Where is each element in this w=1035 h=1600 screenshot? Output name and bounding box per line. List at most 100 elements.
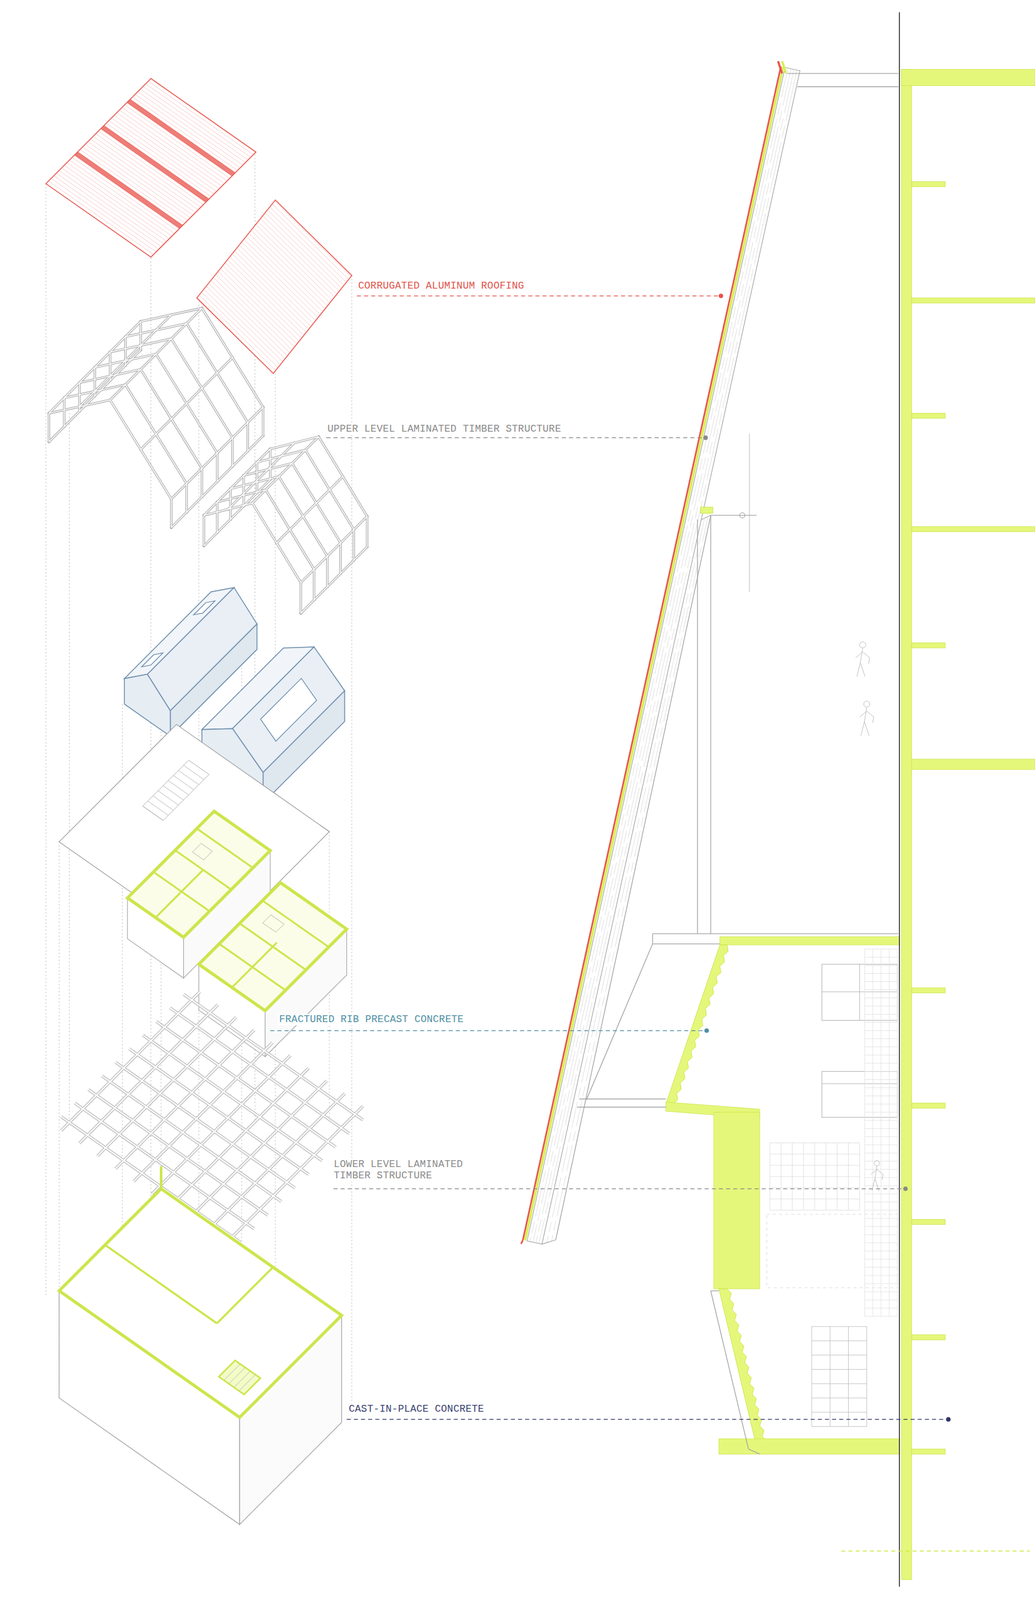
timber-rafter [555,514,711,1240]
tile-grid [865,1258,898,1259]
precast-rib-wall [666,944,729,1104]
leader-lines [333,1188,904,1189]
tile-grid [865,1078,898,1080]
stair-tread [223,1363,241,1380]
stair-tread [228,1366,246,1384]
timber-member-core [243,475,245,507]
timber-member [261,407,265,436]
timber-beam-core [156,1021,336,1147]
callout-label: CAST-IN-PLACE CONCRETE [347,1403,486,1415]
section-detail [821,1083,897,1084]
timber-rafter [541,1239,556,1244]
callout-label: UPPER LEVEL LAMINATED TIMBER STRUCTURE [326,423,563,435]
cabinet [811,1396,867,1398]
section-detail [700,506,714,514]
lower-timber-structure [61,991,364,1245]
section-detail [577,1106,666,1108]
projection-line [69,413,70,1123]
timber-member-core [170,498,172,528]
tile-grid [865,989,898,990]
section-detail [739,512,745,518]
timber-member-core [186,483,187,513]
concrete-rib [911,987,946,993]
timber-beam [183,994,364,1120]
tile-grid [865,1201,898,1202]
section-detail [696,519,698,934]
timber-member-core [217,452,218,482]
tile-grid [865,964,898,966]
stair-tread [173,775,194,790]
tile-grid [865,1168,898,1170]
leader-lines [270,1029,706,1031]
tile-grid [865,948,898,950]
projection-line [45,183,47,1296]
timber-member [231,437,234,467]
timber-member-core [353,529,354,561]
fixture [192,843,213,860]
cabinet [811,1411,867,1412]
roof-corrugation [56,173,162,247]
timber-member-core [252,436,319,504]
tile-grid [865,1184,898,1186]
tile-grid [865,1250,898,1251]
stair-tread [178,770,199,785]
section-detail [577,12,900,1587]
timber-member-core [366,516,367,547]
person-figure [855,647,870,677]
fixture [262,914,285,933]
roof-band [126,99,236,177]
roof-corrugation [53,175,159,250]
roof-corrugation [267,209,344,285]
tile-grid [865,1062,898,1064]
tile-grid [865,956,898,958]
base-wall [159,1166,163,1189]
tile-grid [769,1142,860,1143]
roof-corrugation [85,144,191,218]
timber-member [47,413,51,443]
concrete-base [58,1166,342,1525]
stair-tread [163,785,184,800]
timber-roof-member [526,67,800,1244]
base-walls [58,1188,342,1418]
partition-wall [232,942,278,988]
roof-corrugation [272,203,349,280]
section-detail [586,943,653,1100]
section-detail [748,433,750,592]
timber-member [203,449,271,516]
tile-grid [865,972,898,974]
timber-member [301,546,368,614]
concrete-rib [911,1102,946,1108]
section-detail [787,72,899,74]
tile-grid [769,1164,860,1166]
roof-corrugation [111,117,217,192]
roof-panel [196,200,352,374]
timber-member-core [203,479,271,546]
section-detail [748,1448,760,1454]
timber-beam-core [188,1080,327,1219]
leader-lines [703,435,708,440]
section-detail [821,964,897,1020]
exploded-axonometric [45,78,367,1524]
tile-grid [865,1021,898,1023]
timber-member-core [110,307,202,400]
roof-corrugation [269,207,347,283]
tile-grid [865,1217,898,1219]
floor-slab [720,936,900,945]
roof-panel [45,78,256,258]
timber-member [313,568,316,600]
tile-grid [880,948,882,1316]
section-detail [652,933,653,944]
section-detail [821,1071,897,1118]
timber-beam-core [169,1007,350,1133]
timber-member-core [262,407,264,436]
tile-grid [865,1225,898,1227]
section-structure [521,61,1035,1580]
tile-grid [865,1315,898,1317]
tile-grid [865,1233,898,1235]
stair-tread [183,765,205,780]
tile-grid [865,1282,898,1284]
tile-grid [865,1209,898,1211]
timber-member [299,582,303,614]
